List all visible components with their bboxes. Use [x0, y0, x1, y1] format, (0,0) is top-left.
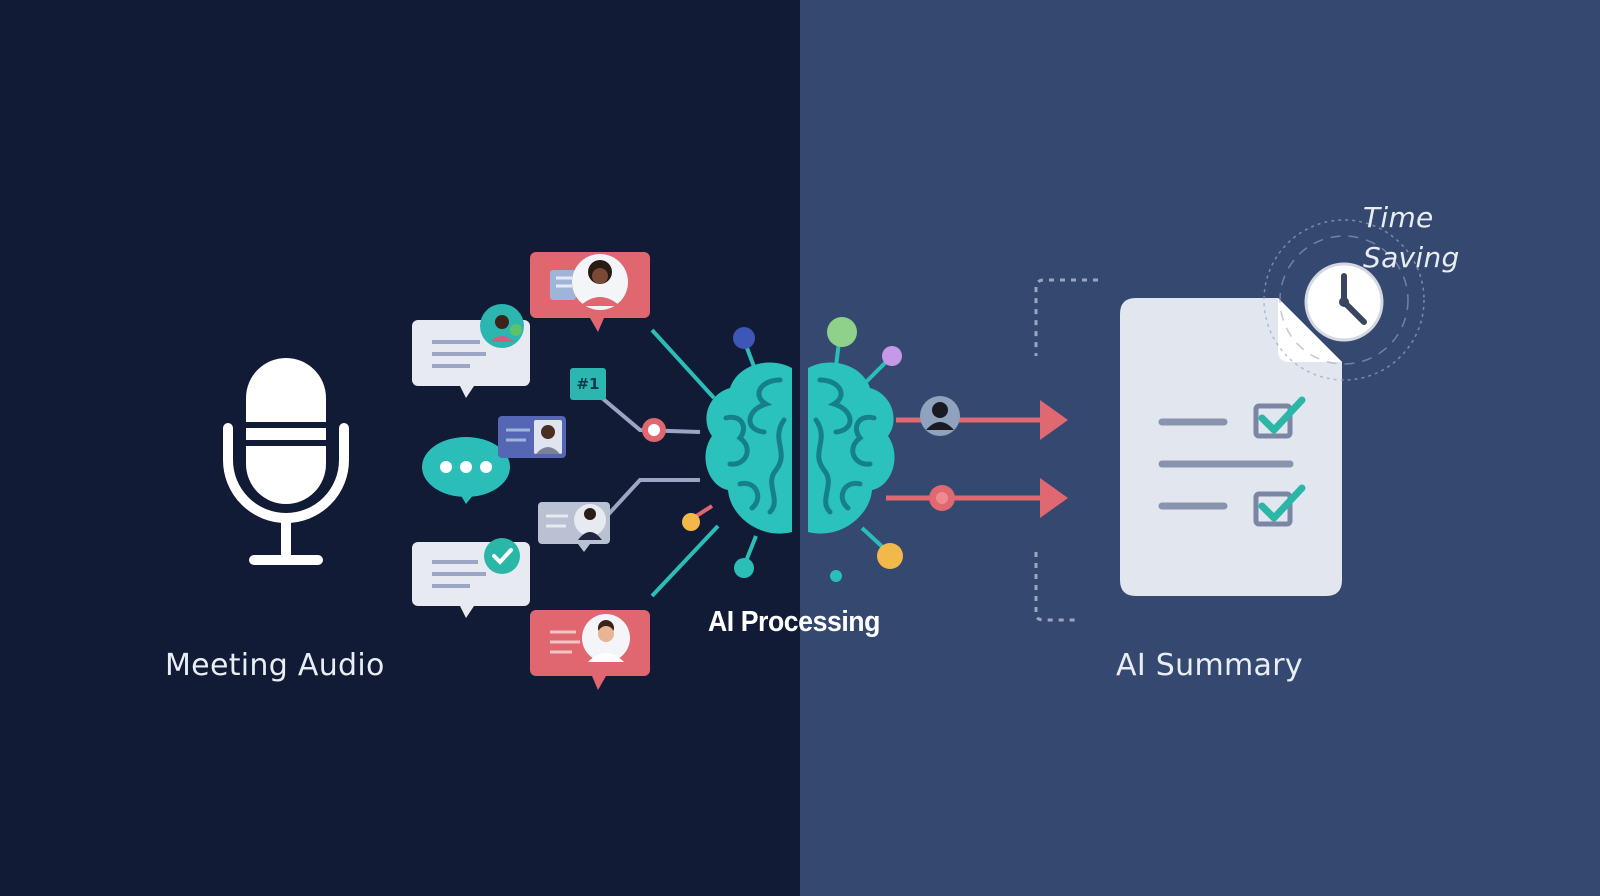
chat-bubble-icon	[412, 304, 530, 398]
time-saving-line-1: Time	[1363, 201, 1434, 234]
chat-bubble-icon	[538, 502, 610, 552]
arrow-icon	[886, 478, 1068, 518]
chat-bubble-icon	[498, 416, 566, 458]
checkbox-icon	[1253, 484, 1306, 527]
chat-bubble-icon	[530, 610, 650, 690]
chat-bubble-icon	[412, 538, 530, 618]
chat-bubble-icon	[422, 437, 510, 504]
document-icon	[1120, 298, 1342, 596]
brain-icon	[705, 317, 903, 582]
checkmark-icon	[484, 538, 520, 574]
chat-bubble-icon	[530, 252, 650, 332]
left-panel	[0, 0, 800, 896]
tag-badge: #1	[570, 368, 606, 400]
time-saving-label: Time Saving	[1363, 198, 1483, 278]
checkbox-icon	[1253, 396, 1306, 439]
ai-processing-label: AI Processing	[708, 606, 880, 638]
time-saving-line-2: Saving	[1363, 241, 1460, 274]
clock-icon	[1263, 219, 1425, 381]
node-dot	[682, 513, 700, 531]
microphone-icon	[223, 358, 349, 565]
connector-lines	[600, 328, 720, 598]
ai-summary-label: AI Summary	[1116, 648, 1303, 683]
dashed-bracket	[1034, 278, 1098, 356]
meeting-audio-label: Meeting Audio	[165, 648, 385, 683]
arrow-icon	[896, 396, 1068, 440]
